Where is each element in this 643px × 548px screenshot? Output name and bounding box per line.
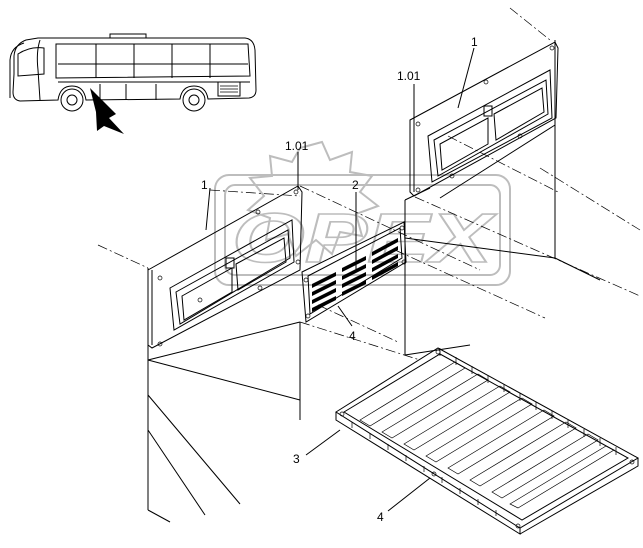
watermark-logo: OPEX: [214, 140, 511, 286]
callout-1-01-left: 1.01: [285, 139, 309, 153]
guide-lines: [97, 7, 641, 361]
callout-2: 2: [352, 178, 359, 192]
callout-3: 3: [293, 452, 300, 466]
watermark-text: OPEX: [232, 199, 498, 277]
floor-tray: [335, 347, 640, 535]
tray-ribs: [359, 361, 615, 509]
callout-1-left: 1: [201, 178, 208, 192]
callout-1-right: 1: [471, 35, 478, 49]
callout-labels: 1 1.01 1.01 1 2 4 3 4: [201, 35, 478, 524]
bus-illustration: [9, 33, 257, 134]
right-panel: [409, 41, 559, 197]
callout-1-01-right: 1.01: [397, 69, 421, 83]
callout-4-upper: 4: [349, 329, 356, 343]
callout-4-lower: 4: [377, 510, 384, 524]
grille-slots: [312, 238, 398, 312]
leader-lines: [205, 47, 475, 512]
location-arrow-icon: [90, 88, 124, 134]
ventilation-grille: [301, 221, 407, 323]
